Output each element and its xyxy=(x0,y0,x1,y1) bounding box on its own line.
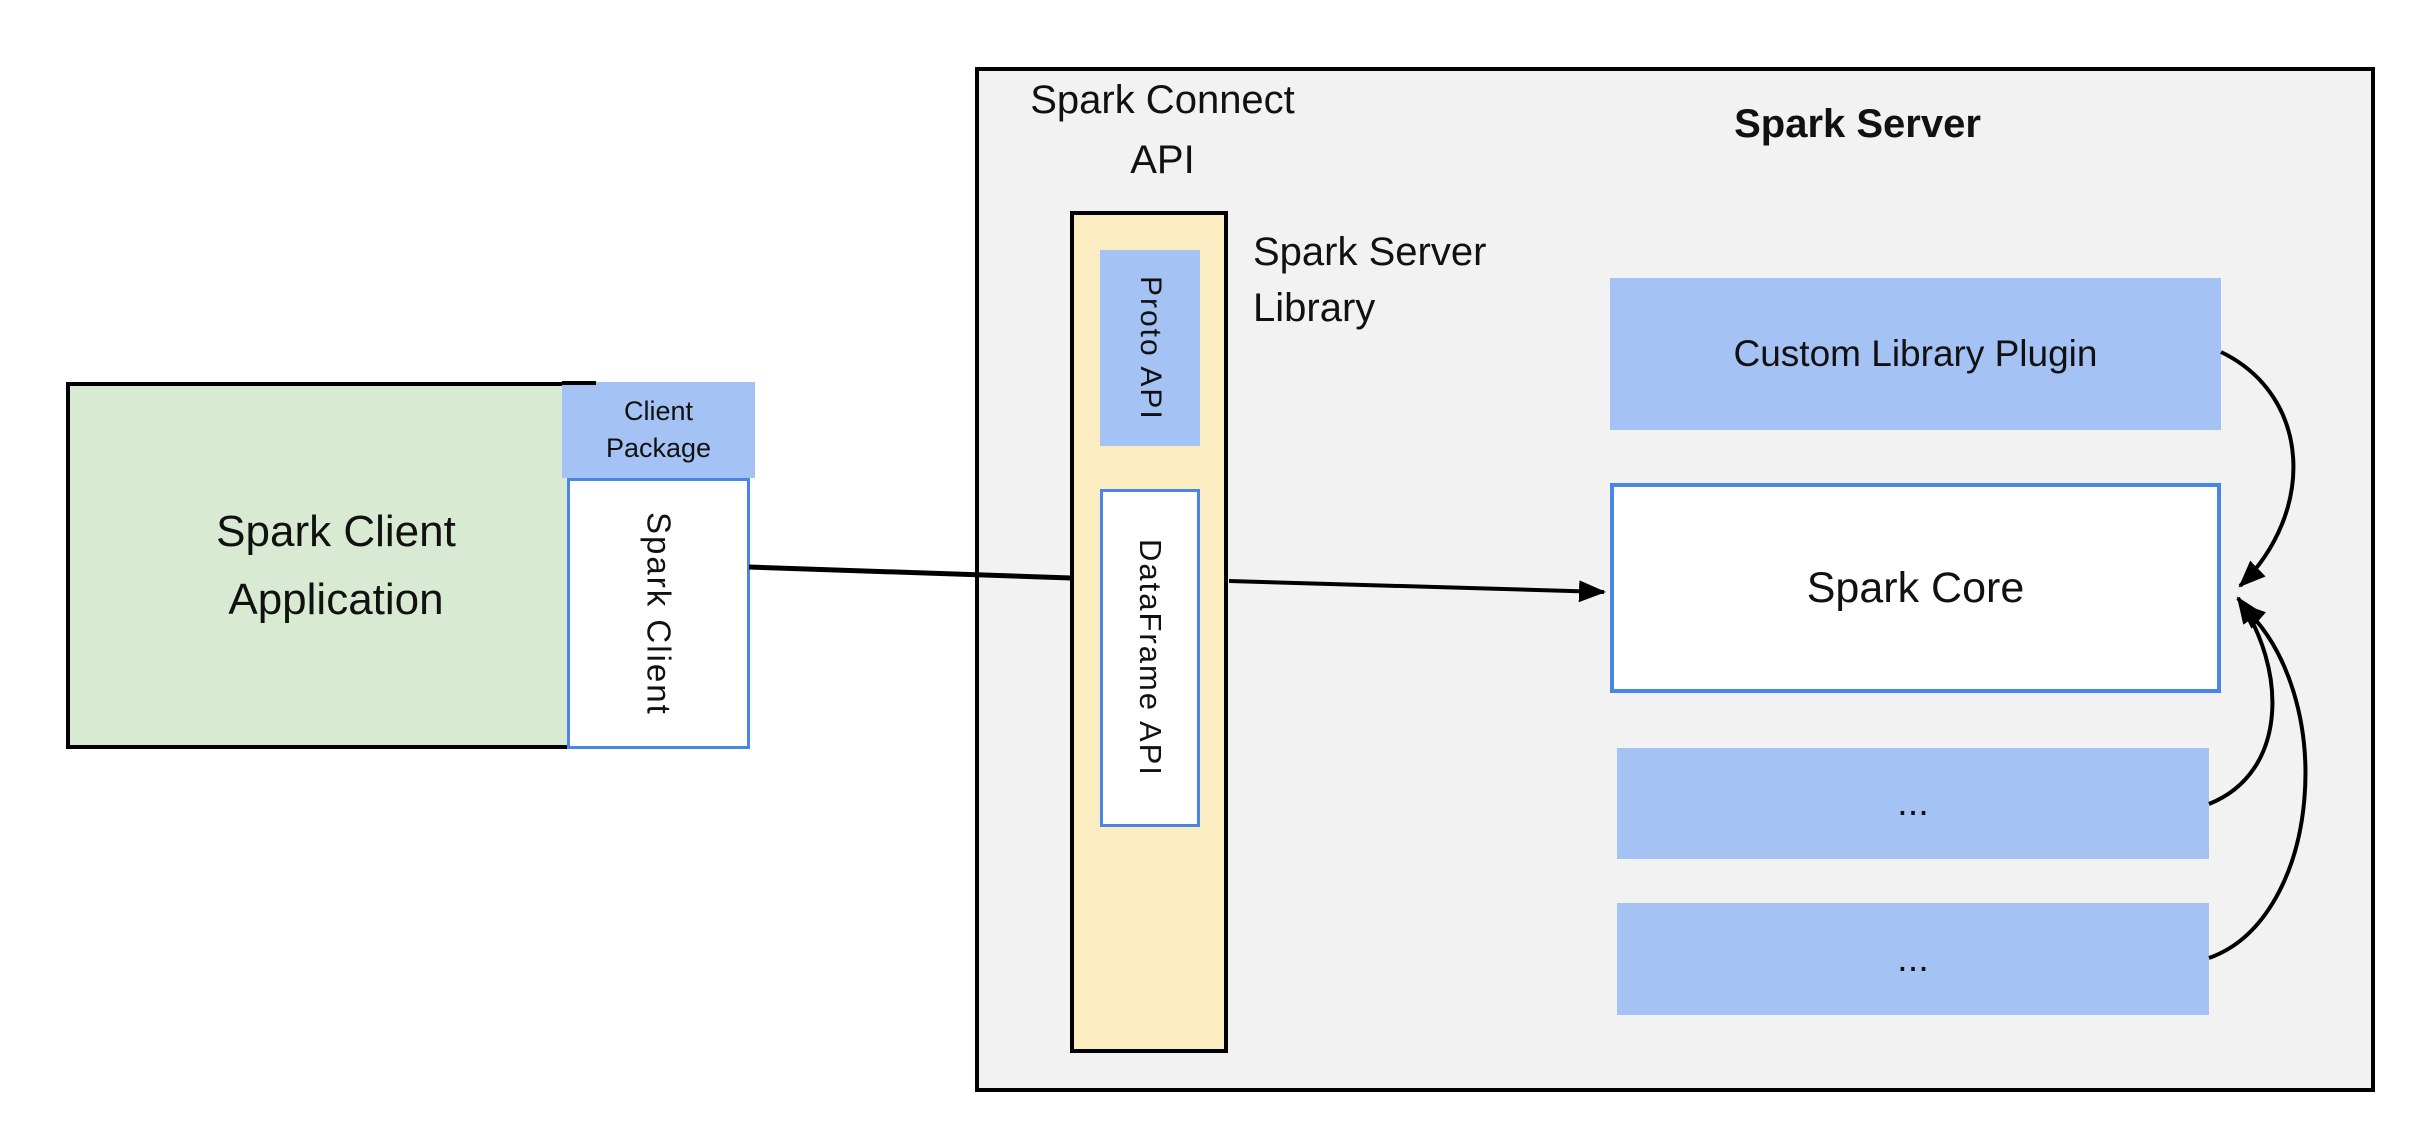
spark-server-title: Spark Server xyxy=(1734,102,1981,146)
green-box-border-fragment xyxy=(562,381,596,385)
custom-library-plugin-box: Custom Library Plugin xyxy=(1610,278,2221,430)
proto-api-label: Proto API xyxy=(1134,275,1167,421)
spark-core-box: Spark Core xyxy=(1610,483,2221,693)
spark-client-application-box: Spark Client Application xyxy=(66,382,606,749)
spark-server-library-label: Spark Server Library xyxy=(1253,230,1487,330)
spark-client-label: Spark Client xyxy=(640,511,678,716)
spark-connect-api-title: Spark Connect API xyxy=(1030,78,1295,182)
ellipsis-box-1: ... xyxy=(1617,748,2209,859)
spark-client-box: Spark Client xyxy=(567,478,750,749)
proto-api-box: Proto API xyxy=(1100,250,1200,446)
dataframe-api-label: DataFrame API xyxy=(1133,539,1168,777)
client-package-box: Client Package xyxy=(562,382,755,478)
dataframe-api-box: DataFrame API xyxy=(1100,489,1200,827)
ellipsis-box-2: ... xyxy=(1617,903,2209,1015)
